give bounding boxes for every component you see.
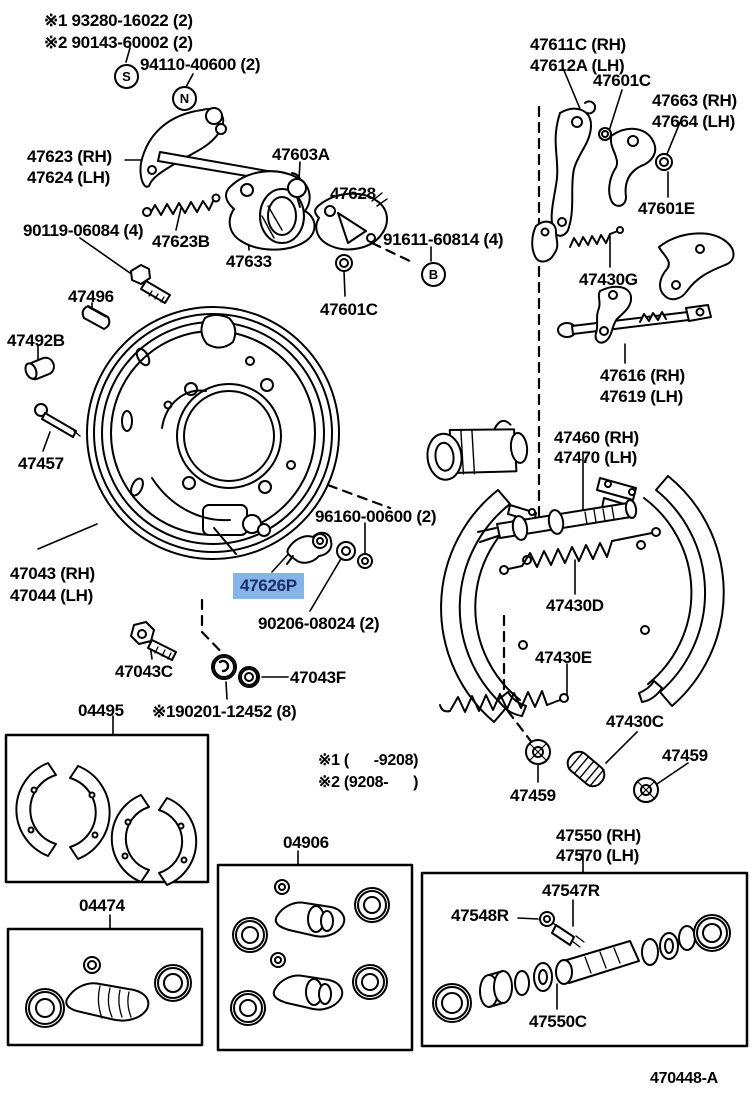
grommet-47459-right-art bbox=[633, 777, 659, 803]
label-90119: 90119-06084 (4) bbox=[23, 221, 144, 240]
label-47612a: 47612A (LH) bbox=[530, 56, 625, 75]
adjuster-47460-art bbox=[477, 499, 638, 543]
label-47430e: 47430E bbox=[535, 648, 592, 667]
cylinder-kit-04906-art bbox=[230, 879, 390, 1026]
lever-47611c-art bbox=[550, 100, 597, 237]
label-91611: 91611-60814 (4) bbox=[383, 230, 504, 249]
spring-47623b-art bbox=[142, 193, 221, 217]
label-47492b: 47492B bbox=[7, 331, 65, 350]
label-47550: 47550 (RH) bbox=[556, 826, 641, 845]
box-04906 bbox=[216, 863, 414, 1052]
label-note-90143: ※2 90143-60002 (2) bbox=[44, 33, 193, 52]
label-note-range1: ※1 ( -9208) bbox=[318, 752, 419, 769]
washer-47603a-art bbox=[287, 178, 307, 208]
plug-47492b-art bbox=[24, 356, 55, 381]
box-04495 bbox=[4, 733, 210, 884]
label-47601c-left: 47601C bbox=[320, 300, 378, 319]
cylinder-kit-04474-art bbox=[25, 956, 192, 1028]
label-190201: ※190201-12452 (8) bbox=[152, 702, 297, 721]
shoe-kit-04495-art bbox=[15, 762, 198, 886]
wheel-cylinder-47550-art bbox=[432, 911, 731, 1023]
label-47043c: 47043C bbox=[115, 662, 173, 681]
label-47603a: 47603A bbox=[272, 145, 330, 164]
lever-47626p-art bbox=[286, 531, 333, 565]
label-47623: 47623 (RH) bbox=[27, 147, 112, 166]
spring-47430c-art bbox=[566, 750, 606, 788]
cap-47548r-art bbox=[539, 911, 559, 928]
bleeder-47547r-art bbox=[551, 924, 585, 948]
label-47043: 47043 (RH) bbox=[10, 564, 95, 583]
label-47623b: 47623B bbox=[152, 232, 210, 251]
lever-right-art bbox=[658, 232, 735, 301]
label-04495: 04495 bbox=[78, 701, 124, 720]
block-47628-art bbox=[314, 192, 388, 251]
cable-47616-art bbox=[557, 285, 712, 344]
label-47601e: 47601E bbox=[638, 199, 695, 218]
pin-47496-art bbox=[81, 305, 111, 330]
marker-s-icon: S bbox=[114, 64, 139, 89]
label-47043f: 47043F bbox=[290, 668, 346, 687]
label-47044: 47044 (LH) bbox=[10, 586, 93, 605]
label-47619: 47619 (LH) bbox=[600, 387, 683, 406]
label-47460: 47460 (RH) bbox=[554, 428, 639, 447]
label-47663: 47663 (RH) bbox=[652, 91, 737, 110]
label-47624: 47624 (LH) bbox=[27, 168, 110, 187]
label-47550c: 47550C bbox=[529, 1012, 587, 1031]
label-47633: 47633 bbox=[226, 252, 272, 271]
lever-47663-art bbox=[608, 127, 673, 207]
label-47430c: 47430C bbox=[606, 712, 664, 731]
label-note-range2: ※2 (9208- ) bbox=[318, 774, 419, 791]
box-47550 bbox=[420, 871, 749, 1048]
label-47457: 47457 bbox=[18, 454, 64, 473]
label-47548r: 47548R bbox=[451, 906, 509, 925]
spring-47430g-art bbox=[531, 220, 624, 263]
marker-b-icon: B bbox=[421, 262, 446, 287]
box-04474 bbox=[6, 927, 204, 1047]
grommet-47459-lower-art bbox=[525, 739, 551, 765]
label-47601c-top: 47601C bbox=[593, 71, 651, 90]
nut-190201-art bbox=[211, 654, 237, 680]
label-94110: 94110-40600 (2) bbox=[140, 55, 261, 74]
label-47430d: 47430D bbox=[546, 596, 604, 615]
drawing-code: 470448-A bbox=[650, 1070, 718, 1087]
marker-n-icon: N bbox=[172, 86, 197, 111]
bolt-47043c-art bbox=[130, 621, 177, 661]
label-47547r: 47547R bbox=[542, 881, 600, 900]
wheel-cylinder-art bbox=[426, 419, 529, 481]
nut-47601c-top-art bbox=[598, 127, 612, 141]
label-47664: 47664 (LH) bbox=[652, 112, 735, 131]
pin-47457-art bbox=[34, 403, 81, 438]
bolt-90119-art bbox=[130, 264, 171, 304]
kit-boxes bbox=[4, 733, 749, 1052]
spring-47430e-art bbox=[439, 690, 569, 713]
label-47626p-highlighted[interactable]: 47626P bbox=[233, 573, 304, 599]
label-47611c: 47611C (RH) bbox=[530, 35, 626, 54]
label-47459-right: 47459 bbox=[662, 746, 708, 765]
label-note-93280: ※1 93280-16022 (2) bbox=[44, 11, 193, 30]
spring-47430d-art bbox=[499, 527, 661, 575]
label-47496: 47496 bbox=[68, 287, 114, 306]
label-47459-lower: 47459 bbox=[510, 786, 556, 805]
label-47628: 47628 bbox=[330, 184, 376, 203]
label-47570: 47570 (LH) bbox=[556, 846, 639, 865]
nut-47601c-left-art bbox=[335, 254, 353, 272]
washer-47043f-art bbox=[238, 666, 260, 688]
label-47470: 47470 (LH) bbox=[554, 448, 637, 467]
label-96160: 96160-00600 (2) bbox=[315, 507, 437, 526]
nut-96160-art bbox=[357, 553, 373, 569]
washer-90206-art bbox=[336, 541, 356, 561]
label-47616: 47616 (RH) bbox=[600, 366, 685, 385]
backing-plate-art bbox=[86, 306, 340, 560]
label-47430g: 47430G bbox=[579, 270, 638, 289]
label-04906: 04906 bbox=[283, 833, 329, 852]
label-90206: 90206-08024 (2) bbox=[258, 614, 380, 633]
label-04474: 04474 bbox=[79, 896, 125, 915]
